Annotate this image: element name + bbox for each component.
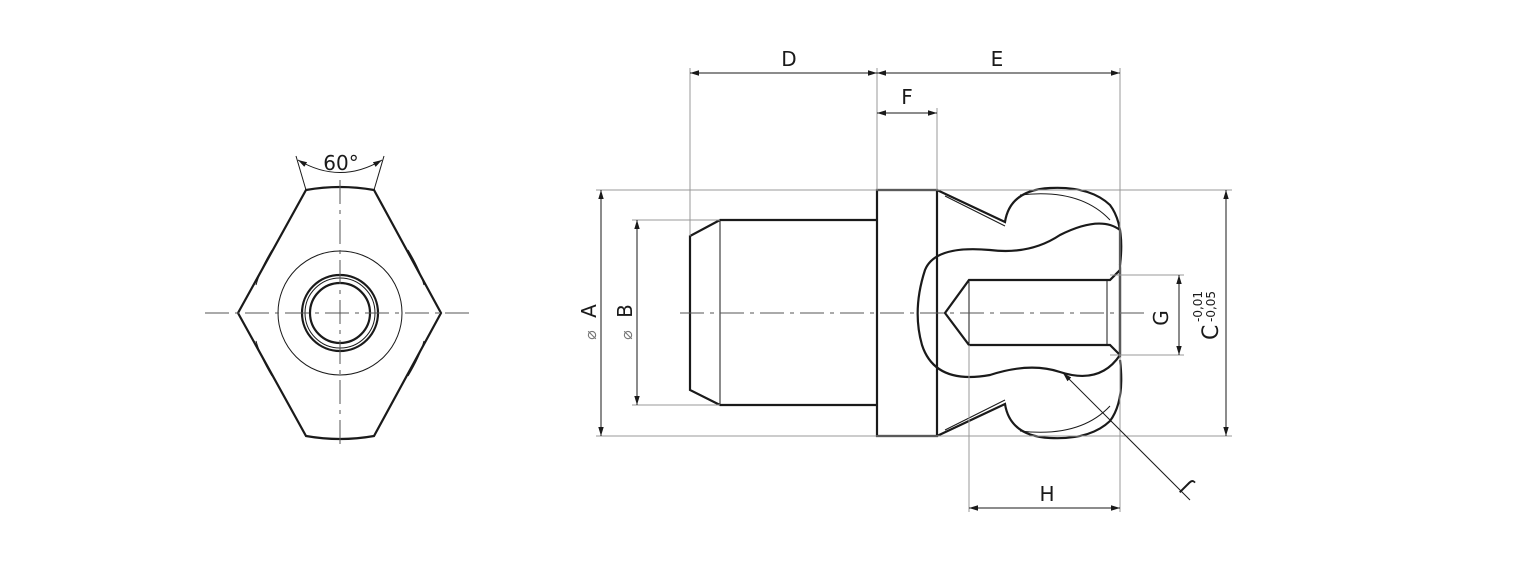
dim-G-label: G (1149, 310, 1173, 326)
head-lower-outline (936, 359, 1123, 440)
lobe-edges (255, 249, 425, 377)
threaded-hole (943, 267, 1122, 358)
diameter-symbol: ⌀ (617, 330, 636, 340)
angle-label: 60° (323, 151, 358, 175)
dim-C-tol-lower: -0,05 (1204, 291, 1218, 322)
dim-A-label: ⌀ A (577, 304, 601, 340)
dim-B-label: ⌀ B (613, 304, 637, 340)
section-hatch (916, 222, 1122, 379)
dim-C-label: C -0,01 -0,05 (1191, 291, 1224, 340)
head-upper-outline (936, 186, 1123, 266)
front-view: 60° (205, 151, 475, 445)
hex-outline (236, 185, 443, 441)
angle-arc (297, 159, 383, 173)
dim-D-label: D (781, 47, 796, 71)
dim-A-text: A (577, 304, 601, 318)
head-inner-edges (944, 193, 1111, 433)
dim-B-text: B (613, 304, 637, 318)
diameter-symbol: ⌀ (581, 330, 600, 340)
dim-F-label: F (901, 85, 913, 109)
extension-lines (596, 68, 1232, 512)
angle-ext-right (373, 155, 385, 191)
angle-ext-left (295, 155, 307, 191)
dim-E-label: E (991, 47, 1004, 71)
dim-J-leader (1062, 372, 1191, 501)
dim-H-label: H (1039, 482, 1054, 506)
dim-C-tol-upper: -0,01 (1191, 291, 1205, 322)
side-view: D E F ⌀ A ⌀ B G C -0,01 -0,05 H J (577, 47, 1232, 512)
dim-C-text: C (1199, 325, 1224, 340)
